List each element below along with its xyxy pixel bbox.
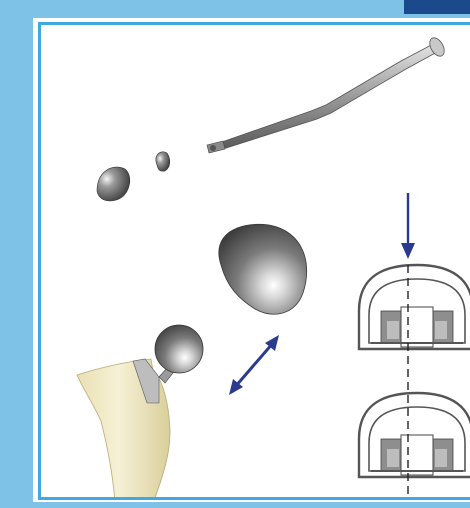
corner-tab bbox=[404, 0, 470, 14]
impactor-tool bbox=[207, 35, 447, 153]
femoral-stem-with-neck bbox=[77, 325, 203, 500]
figure-panel bbox=[38, 22, 470, 500]
cross-section-bottom bbox=[359, 393, 470, 477]
small-cup-trial bbox=[156, 152, 170, 172]
hip-implant-diagram bbox=[41, 25, 470, 500]
assembly-arrow bbox=[229, 335, 279, 395]
small-head-trial bbox=[97, 167, 130, 201]
modular-femoral-head bbox=[219, 224, 307, 314]
cross-section-top bbox=[359, 265, 470, 349]
